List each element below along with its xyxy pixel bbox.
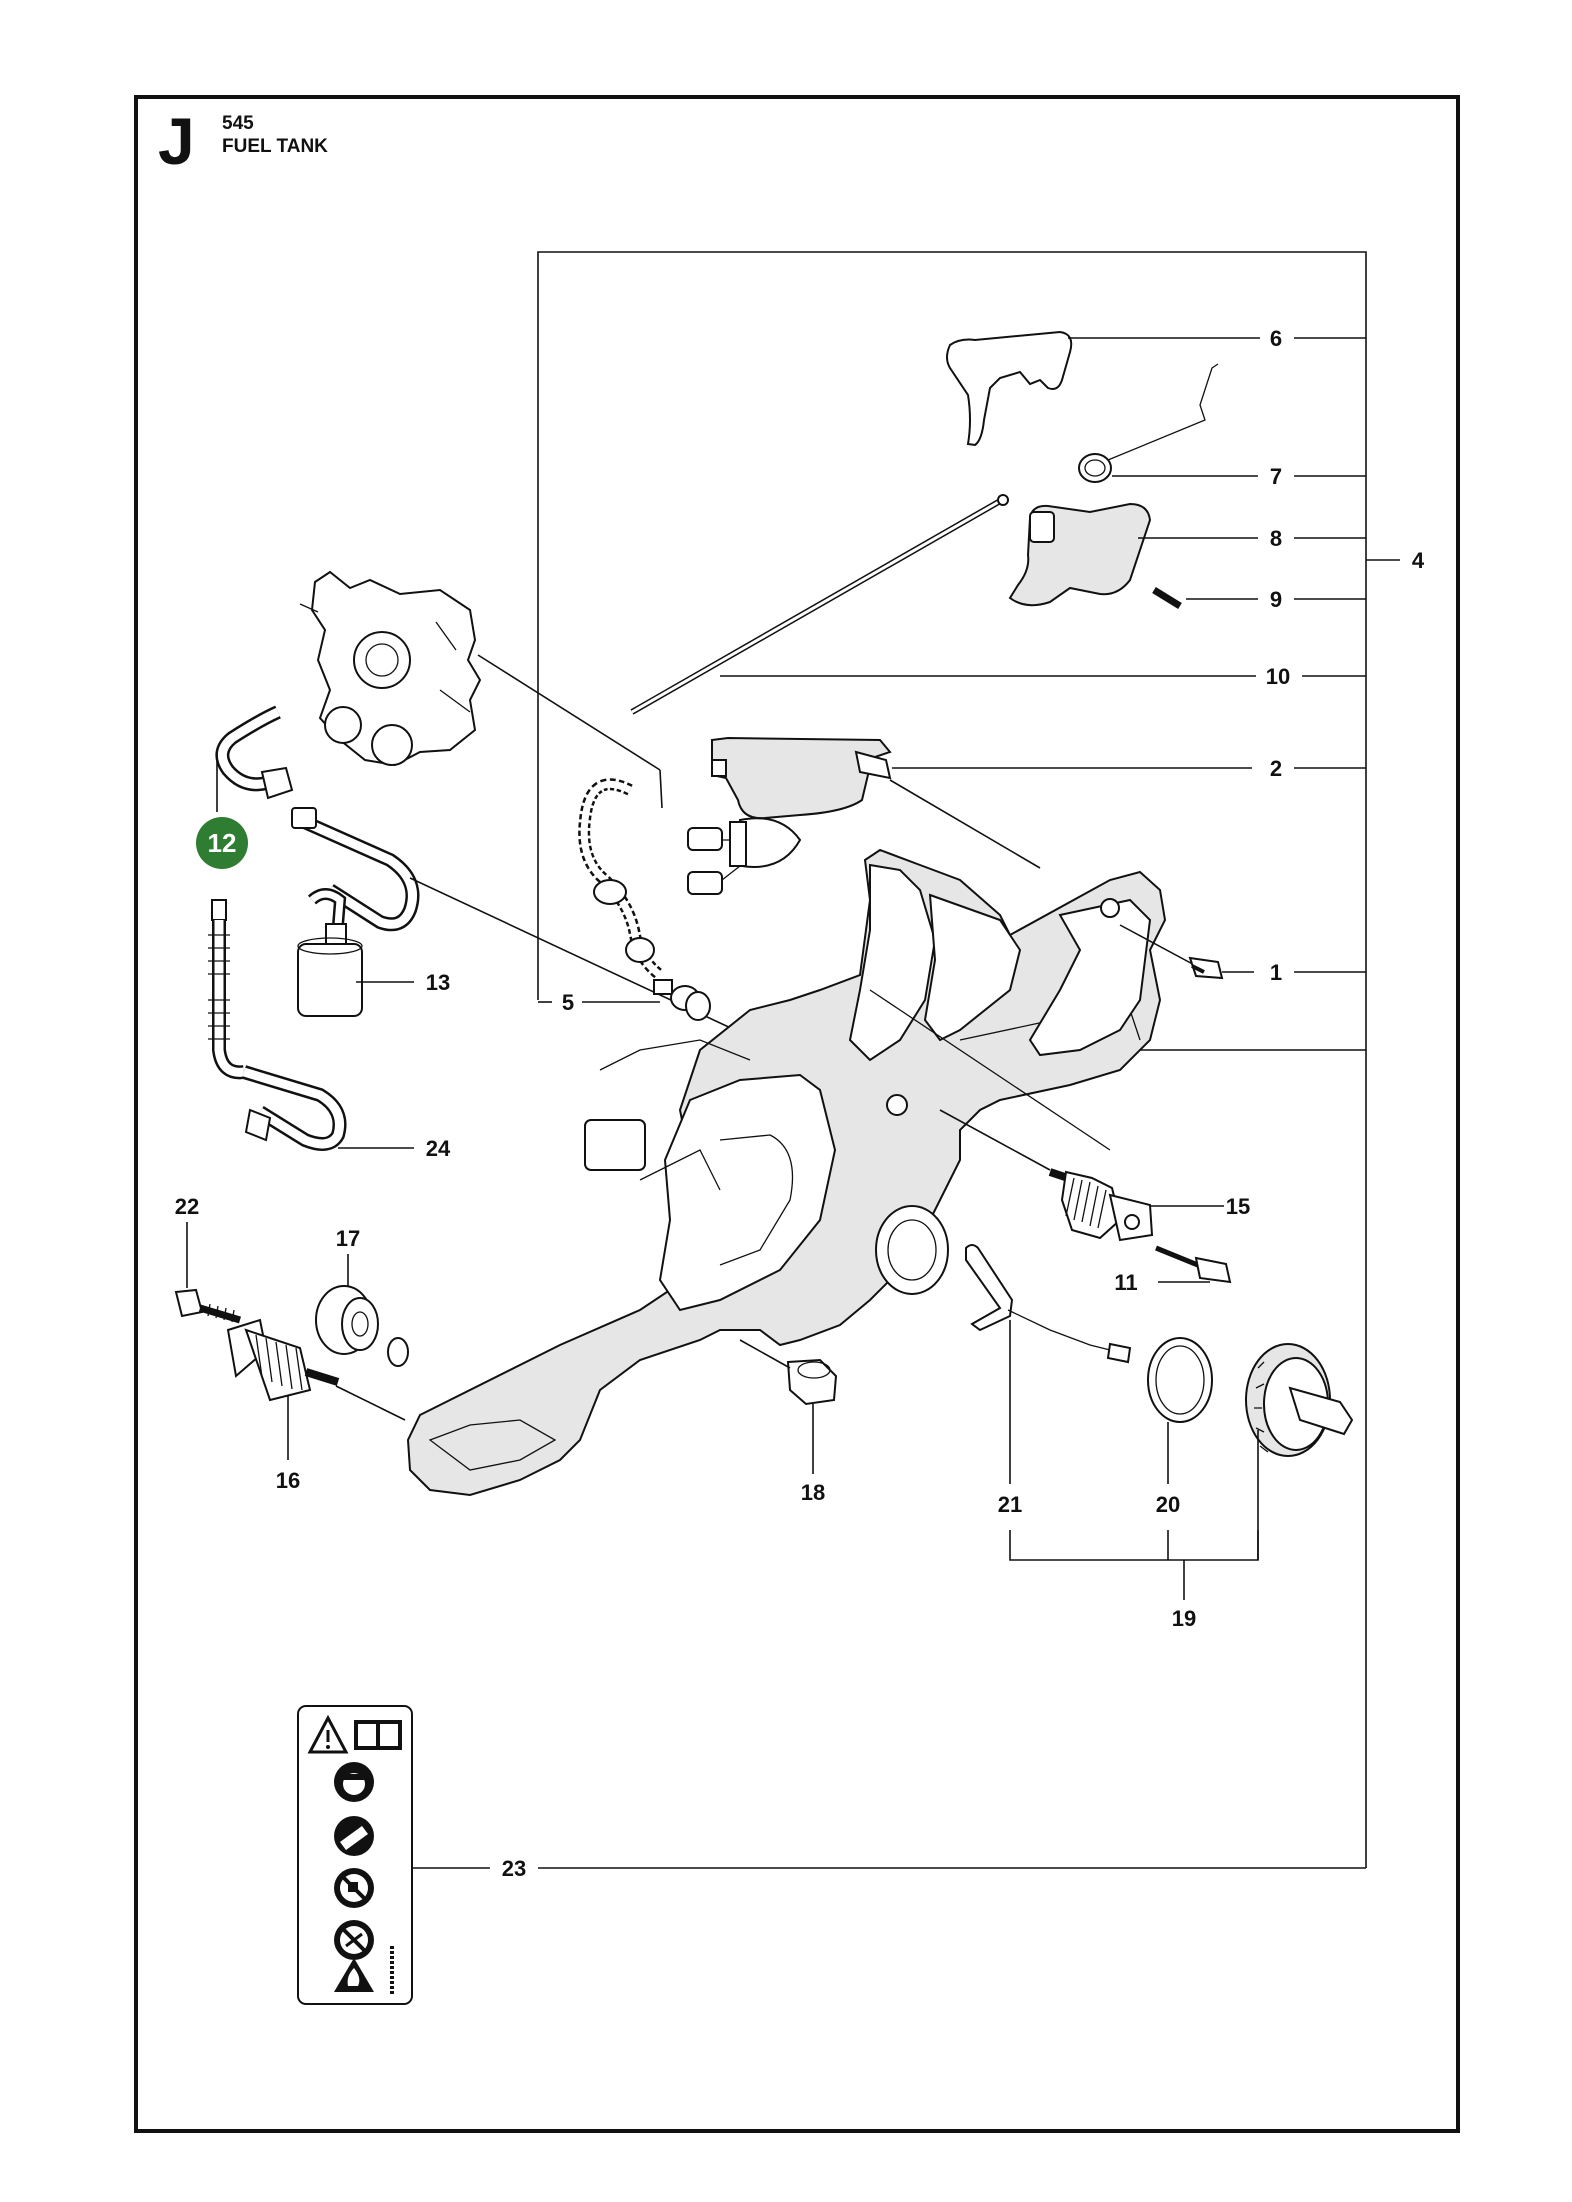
part-18-plug: [739, 1339, 838, 1474]
no-one-hand-use-icon: [334, 1868, 374, 1908]
part-24-fuel-hose: [208, 899, 414, 1151]
callout-16: 16: [276, 1468, 300, 1493]
callout-20: 20: [1156, 1492, 1180, 1517]
section-letter: J: [158, 104, 195, 178]
callout-22: 22: [175, 1194, 199, 1219]
callout-11: 11: [1114, 1270, 1137, 1295]
part-17-av-buffer: [315, 1254, 409, 1367]
callout-labels: 6 7 8 9 10 2 1 4 5 13 24 15 11 22 17 16 …: [175, 326, 1425, 1881]
callout-4: 4: [1412, 548, 1425, 573]
model-number: 545: [222, 113, 254, 134]
part-21-pickup-hose: [965, 1244, 1132, 1484]
part-9-pin: [1152, 587, 1258, 609]
callout-13: 13: [426, 970, 450, 995]
fuel-tank-body: [406, 848, 1366, 1497]
callout-18: 18: [801, 1480, 825, 1505]
callout-7: 7: [1270, 464, 1282, 489]
protective-gear-icon: [334, 1762, 374, 1802]
callout-9: 9: [1270, 587, 1282, 612]
part-1-screw: [1119, 924, 1254, 980]
no-saw-tip-contact-icon: [334, 1920, 374, 1960]
callout-5: 5: [562, 990, 574, 1015]
part-6-trigger-lock: [946, 330, 1260, 447]
part-11-screw: [1155, 1245, 1232, 1284]
part-20-o-ring: [1147, 1337, 1213, 1484]
callout-23: 23: [502, 1856, 526, 1881]
callout-6: 6: [1270, 326, 1282, 351]
part-15-av-spring: [939, 1109, 1224, 1242]
part-10-throttle-rod: [630, 494, 1256, 715]
callout-1: 1: [1270, 960, 1282, 985]
callout-8: 8: [1270, 526, 1282, 551]
part-16-av-spring: [226, 1318, 406, 1460]
part-8-throttle-trigger: [1008, 502, 1258, 607]
section-title: FUEL TANK: [222, 136, 328, 157]
callout-12-highlight: 12: [196, 817, 248, 869]
part-7-spring: [1078, 363, 1258, 483]
kickback-warning-icon: [334, 1816, 374, 1856]
part-2-handle-insert: [711, 736, 1252, 869]
assembly-bracket: [537, 251, 1400, 1868]
carburetor-context: [299, 570, 663, 809]
part-13-fuel-filter: [297, 888, 414, 1017]
part-22-screw: [174, 1222, 242, 1324]
part-12-fuel-hose: [215, 705, 736, 1031]
callout-21: 21: [998, 1492, 1022, 1517]
callout-17: 17: [336, 1226, 360, 1251]
part-19-bracket: [1009, 1530, 1259, 1600]
callout-19: 19: [1172, 1606, 1196, 1631]
callout-12: 12: [208, 828, 237, 858]
callout-24: 24: [426, 1136, 451, 1161]
part-23-warning-decal: [297, 1705, 1366, 2005]
fuel-cap: [1245, 1343, 1354, 1560]
part-5-grommet: [538, 979, 711, 1021]
fire-hazard-icon: [334, 1958, 374, 1992]
manual-book-icon: [354, 1720, 402, 1750]
callout-2: 2: [1270, 756, 1282, 781]
callout-10: 10: [1266, 664, 1290, 689]
page-frame: [134, 95, 1460, 2133]
primer-bulb-context: [578, 778, 802, 980]
warning-triangle-icon: [307, 1714, 349, 1754]
callout-15: 15: [1226, 1194, 1250, 1219]
